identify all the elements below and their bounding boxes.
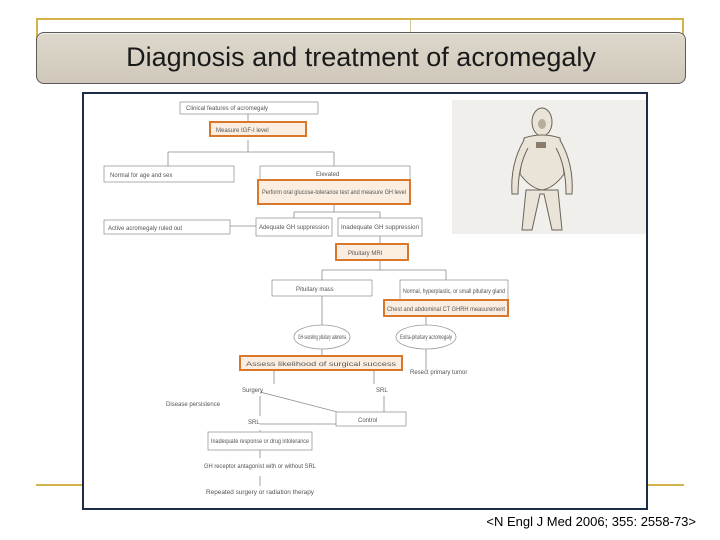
patient-illustration [452, 100, 646, 234]
node-gh-antagonist: GH receptor antagonist with or without S… [204, 464, 317, 470]
node-clinical-features: Clinical features of acromegaly [179, 101, 319, 115]
connector [321, 260, 447, 280]
node-label: Active acromegaly ruled out [108, 226, 182, 232]
node-label: Elevated [316, 172, 339, 178]
node-normal-gland: Normal, hyperplastic, or small pituitary… [399, 279, 509, 303]
node-normal: Normal for age and sex [103, 165, 235, 183]
figure-panel: Clinical features of acromegaly Measure … [82, 92, 648, 510]
connector [167, 140, 335, 166]
node-label: Normal for age and sex [110, 173, 172, 179]
node-resect-tumor: Resect primary tumor [410, 370, 467, 376]
node-measure-igf: Measure IGF-I level [209, 121, 307, 137]
node-label: Inadequate response or drug intolerance [211, 439, 310, 445]
node-srl-second: SRL [248, 420, 260, 426]
top-frame-line [36, 18, 684, 20]
citation-text: <N Engl J Med 2006; 355: 2558-73> [486, 514, 696, 529]
node-chest-ct: Chest and abdominal CT GHRH measurement [383, 299, 509, 317]
connector [293, 204, 381, 218]
node-label: Pituitary mass [296, 287, 334, 293]
node-label: Measure IGF-I level [216, 128, 269, 134]
title-bar: Diagnosis and treatment of acromegaly [36, 32, 686, 84]
node-adenoma: GH-secreting pituitary adenoma [293, 324, 351, 350]
node-assess-surgery: Assess likelihood of surgical success [239, 355, 403, 371]
node-repeat-surgery: Repeated surgery or radiation therapy [206, 490, 314, 496]
node-ruled-out: Active acromegaly ruled out [103, 219, 231, 235]
node-label: Inadequate GH suppression [341, 225, 419, 231]
node-inadequate-response: Inadequate response or drug intolerance [207, 431, 313, 451]
node-pituitary-mri: Pituitary MRI [335, 243, 409, 261]
node-label: Assess likelihood of surgical success [246, 362, 396, 368]
figure-left-arm [511, 139, 529, 195]
figure-torso [519, 134, 565, 191]
node-label: GH-secreting pituitary adenoma [298, 335, 346, 341]
node-disease-persistence: Disease persistence [166, 402, 221, 408]
figure-face-shadow [538, 119, 546, 129]
node-elevated: Elevated [259, 165, 411, 181]
node-inadequate-gh: Inadequate GH suppression [337, 217, 423, 237]
figure-right-arm [555, 139, 573, 195]
node-surgery: Surgery [242, 388, 263, 394]
flowchart-diagram: Clinical features of acromegaly Measure … [103, 100, 646, 496]
node-label: Extra-pituitary acromegaly [400, 335, 452, 341]
slide-title: Diagnosis and treatment of acromegaly [126, 42, 596, 72]
node-label: Control [358, 418, 377, 424]
node-pituitary-mass: Pituitary mass [271, 279, 373, 297]
node-label: Perform oral glucose-tolerance test and … [262, 190, 406, 196]
figure-hand [536, 142, 546, 148]
node-label: Pituitary MRI [348, 251, 383, 257]
node-label: Clinical features of acromegaly [186, 106, 268, 112]
node-glucose-test: Perform oral glucose-tolerance test and … [257, 179, 411, 205]
node-control: Control [335, 411, 407, 427]
figure-legs [521, 189, 563, 231]
node-label: Adequate GH suppression [259, 225, 329, 231]
node-label: Normal, hyperplastic, or small pituitary… [403, 289, 505, 295]
node-ectopic: Extra-pituitary acromegaly [395, 324, 457, 350]
node-srl: SRL [376, 388, 388, 394]
node-adequate-gh: Adequate GH suppression [255, 217, 333, 237]
node-label: Chest and abdominal CT GHRH measurement [387, 307, 505, 313]
